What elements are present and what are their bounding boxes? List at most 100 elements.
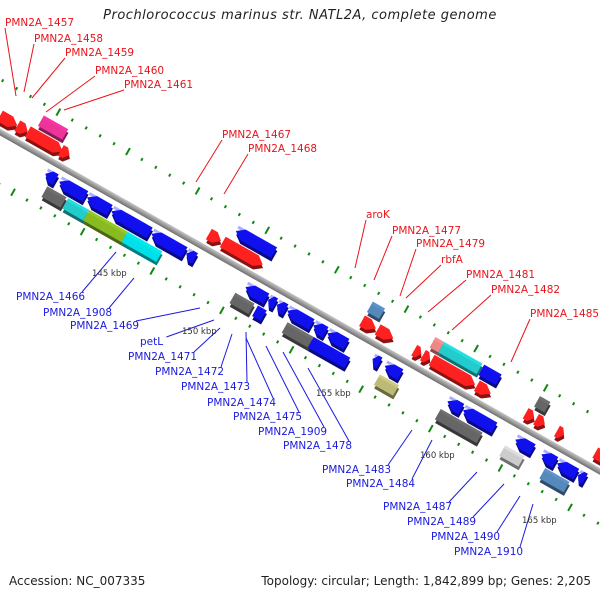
tick-mark — [108, 245, 113, 250]
gene-pmn2a-1486[interactable] — [553, 425, 569, 444]
gene-pmn2a-1466b[interactable] — [182, 248, 200, 268]
gene-green-1[interactable] — [82, 210, 129, 246]
gene-khaki[interactable] — [372, 374, 400, 400]
gene-pmn2a-1467[interactable] — [204, 228, 225, 250]
gene-pmn2a-1457[interactable] — [0, 110, 22, 135]
gene-reverse-label[interactable]: PMN2A_1471 — [128, 351, 197, 363]
gene-pmn2a-1485a[interactable] — [521, 408, 539, 427]
gene-forward-label[interactable]: PMN2A_1457 — [5, 17, 74, 29]
tick-mark — [168, 173, 172, 177]
gene-forward-label[interactable]: PMN2A_1482 — [491, 284, 560, 296]
gene-blue-top[interactable] — [231, 225, 278, 262]
gene-reverse-label[interactable]: PMN2A_1483 — [322, 464, 391, 476]
leader-line — [245, 337, 274, 399]
gene-pmn2a-1468[interactable] — [218, 236, 267, 274]
tick-mark — [373, 395, 377, 399]
gene-pmn2a-1487b[interactable] — [498, 445, 526, 471]
gene-pmn2a-1910[interactable] — [574, 469, 590, 488]
gene-pmn2a-1459[interactable] — [23, 126, 67, 160]
gene-pmn2a-1462[interactable] — [41, 168, 61, 189]
gene-forward-label[interactable]: PMN2A_1468 — [248, 143, 317, 155]
gene-pmn2a-1485b[interactable] — [532, 413, 550, 433]
gene-pmn2a-1485[interactable] — [533, 396, 553, 417]
gene-reverse-label[interactable]: PMN2A_1489 — [407, 516, 476, 528]
tick-mark — [136, 261, 140, 265]
gene-forward-label[interactable]: rbfA — [441, 254, 464, 266]
gene-forward-label[interactable]: PMN2A_1460 — [95, 65, 164, 77]
gene-blue-small[interactable] — [251, 305, 269, 325]
gene-pmn2a-1475[interactable] — [280, 322, 315, 352]
gene-petL[interactable] — [264, 294, 280, 313]
gene-pmn2a-1460[interactable] — [36, 115, 69, 144]
gene-reverse-label[interactable]: PMN2A_1908 — [43, 307, 112, 319]
gene-forward-label[interactable]: PMN2A_1458 — [34, 33, 103, 45]
gene-reverse-label[interactable]: PMN2A_1466 — [16, 291, 85, 303]
gene-cyan-1[interactable] — [61, 198, 91, 225]
tick-mark — [182, 181, 186, 185]
tick-mark — [122, 253, 127, 258]
gene-reverse-label[interactable]: PMN2A_1490 — [431, 531, 500, 543]
gene-pmn2a-1458[interactable] — [13, 120, 33, 141]
gene-forward-label[interactable]: PMN2A_1459 — [65, 47, 134, 59]
gene-pmn2a-1482[interactable] — [477, 364, 504, 389]
gene-pmn2a-1469[interactable] — [241, 281, 271, 308]
gene-forward-label[interactable]: PMN2A_1481 — [466, 269, 535, 281]
gene-aroK[interactable] — [365, 301, 386, 323]
gene-reverse-label[interactable]: PMN2A_1469 — [70, 320, 139, 332]
gene-pmn2a-1909[interactable] — [306, 337, 352, 372]
gene-pmn2a-1463[interactable] — [55, 176, 90, 206]
gene-rbfA-b[interactable] — [418, 349, 434, 368]
gene-pmn2a-1484[interactable] — [459, 404, 499, 437]
gene-pmn2a-1466[interactable] — [147, 228, 189, 262]
gene-cyan-3[interactable] — [437, 341, 484, 378]
tick-mark — [234, 316, 238, 321]
gene-pmn2a-1477[interactable] — [358, 315, 381, 338]
gene-reverse-label[interactable]: PMN2A_1487 — [383, 501, 452, 513]
gene-reverse-label[interactable]: PMN2A_1475 — [233, 411, 302, 423]
gene-blue-steel[interactable] — [538, 468, 571, 496]
gene-grey-3[interactable] — [433, 408, 484, 447]
gene-pmn2a-1481[interactable] — [427, 354, 480, 394]
gene-grey-2[interactable] — [228, 292, 256, 318]
gene-reverse-label[interactable]: PMN2A_1910 — [454, 546, 523, 558]
leader-line — [166, 319, 215, 338]
gene-forward-label[interactable]: PMN2A_1461 — [124, 79, 193, 91]
gene-reverse-label[interactable]: PMN2A_1478 — [283, 440, 352, 452]
gene-forward-label[interactable]: PMN2A_1479 — [416, 238, 485, 250]
gene-pmn2a-1489[interactable] — [537, 449, 560, 472]
gene-reverse-label[interactable]: PMN2A_1484 — [346, 478, 415, 490]
gene-pmn2a-1465[interactable] — [107, 205, 154, 242]
gene-forward-label[interactable]: aroK — [366, 209, 391, 221]
gene-reverse-label[interactable]: PMN2A_1909 — [258, 426, 327, 438]
gene-pmn2a-1472[interactable] — [283, 305, 316, 334]
gene-reverse-label[interactable]: PMN2A_1472 — [155, 366, 224, 378]
gene-pmn2a-1478[interactable] — [368, 353, 384, 372]
gene-pmn2a-1478b[interactable] — [380, 360, 405, 384]
gene-grey-1[interactable] — [40, 186, 68, 212]
leader-line — [307, 367, 350, 442]
tick-mark — [403, 305, 410, 314]
gene-forward-label[interactable]: PMN2A_1485 — [530, 308, 599, 320]
gene-pmn2a-1471[interactable] — [272, 299, 290, 319]
gene-pmn2a-1474[interactable] — [323, 328, 351, 353]
gene-pmn2a-1483[interactable] — [443, 396, 466, 418]
gene-reverse-label[interactable]: PMN2A_1474 — [207, 397, 276, 409]
gene-forward-label[interactable]: PMN2A_1477 — [392, 225, 461, 237]
gene-reverse-label[interactable]: petL — [140, 336, 163, 348]
tick-mark — [223, 204, 228, 209]
gene-pmn2a-1487[interactable] — [511, 434, 538, 459]
gene-pmn2a-1490[interactable] — [553, 458, 581, 483]
gene-pmn2a-1464[interactable] — [83, 192, 115, 219]
gene-pmn2a-1461[interactable] — [56, 145, 74, 164]
gene-forward-label[interactable]: PMN2A_1467 — [222, 129, 291, 141]
gene-reverse-label[interactable]: PMN2A_1473 — [181, 381, 250, 393]
gene-rbfA-a[interactable] — [410, 345, 426, 363]
tick-mark — [331, 371, 335, 376]
gene-pink[interactable] — [428, 337, 446, 356]
gene-pmn2a-1479-a[interactable] — [373, 324, 398, 347]
gene-pmn2a-1473[interactable] — [309, 320, 330, 342]
gene-cyan-2[interactable] — [120, 231, 164, 266]
tick-mark — [540, 489, 544, 494]
gene-pmn2a-1482b[interactable] — [472, 380, 495, 403]
leader-line — [519, 503, 534, 548]
